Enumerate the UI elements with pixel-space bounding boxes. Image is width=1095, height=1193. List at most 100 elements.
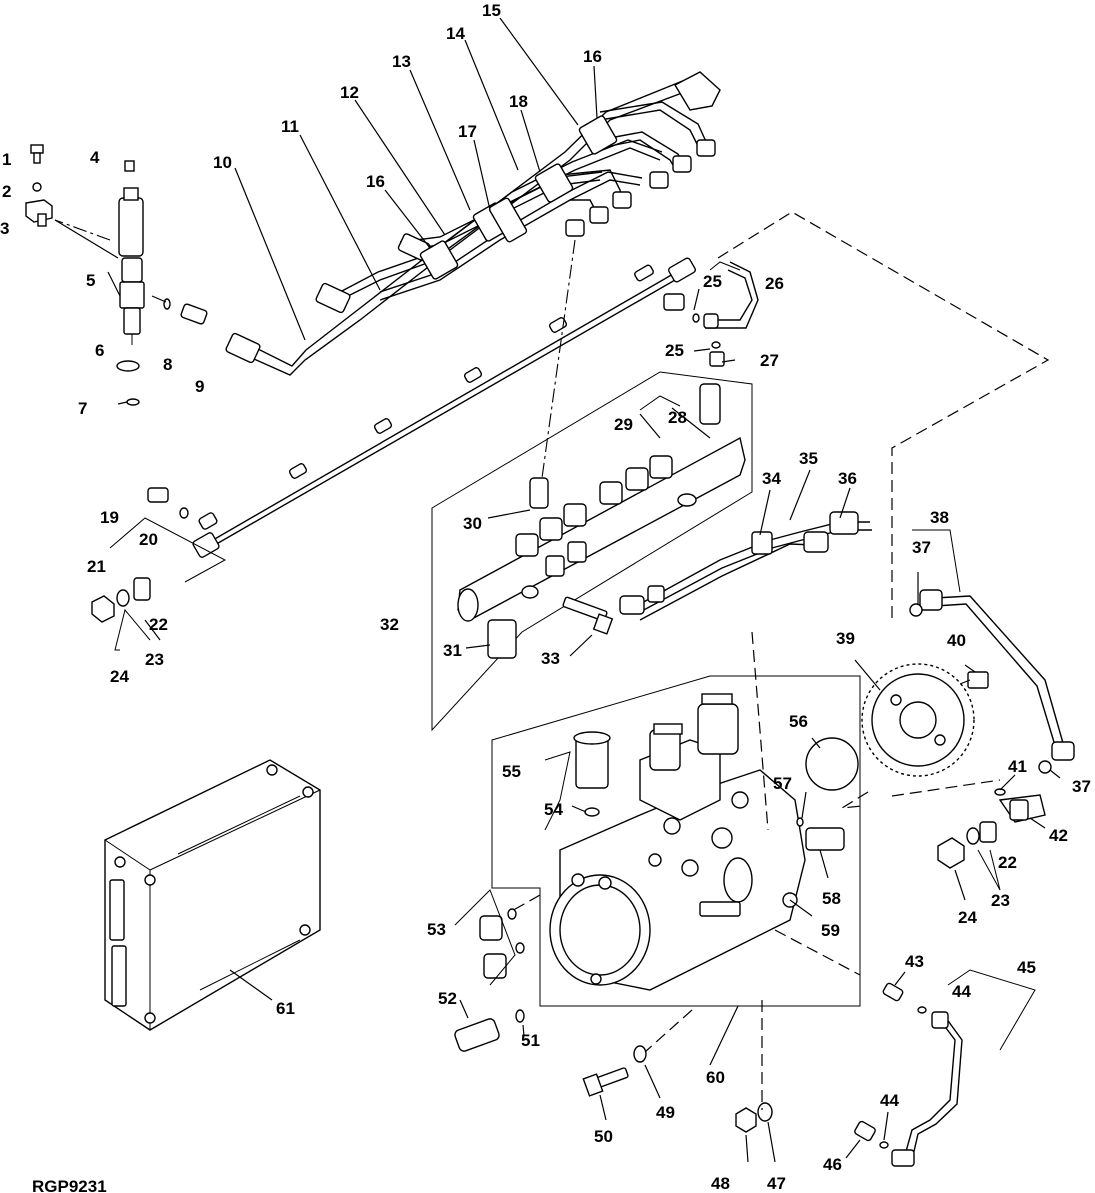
o-ring-57 — [796, 817, 804, 827]
fittings-left — [91, 577, 151, 623]
o-ring-small — [163, 298, 171, 310]
callout-28: 28 — [668, 408, 687, 427]
callout-21: 21 — [87, 557, 106, 576]
callout-5: 5 — [86, 271, 95, 290]
return-line — [192, 257, 696, 558]
callout-47: 47 — [767, 1174, 786, 1193]
callout-8: 8 — [163, 355, 172, 374]
callout-52: 52 — [438, 989, 457, 1008]
callout-11: 11 — [281, 117, 299, 136]
fitting-30 — [529, 477, 549, 509]
callout-58: 58 — [822, 889, 841, 908]
engine-control-unit — [104, 759, 321, 1031]
callout-43: 43 — [905, 952, 924, 971]
callout-3: 3 — [0, 219, 9, 238]
washer-49 — [633, 1045, 647, 1063]
phantom-lines — [54, 211, 1050, 1110]
o-ring-54 — [584, 807, 600, 817]
callout-37a: 37 — [912, 538, 931, 557]
seal-washer — [126, 398, 140, 406]
callout-34: 34 — [762, 469, 781, 488]
callout-6: 6 — [95, 341, 104, 360]
injector-assembly — [118, 187, 145, 345]
pump-panel — [491, 675, 861, 1007]
line-clamps — [419, 115, 618, 280]
callout-12: 12 — [340, 83, 359, 102]
o-ring — [116, 360, 140, 372]
callout-20: 20 — [139, 530, 158, 549]
filter-cap — [573, 731, 611, 745]
callout-44b: 44 — [880, 1091, 899, 1110]
callout-23b: 23 — [991, 891, 1010, 910]
fuel-rail — [457, 436, 746, 622]
bolt-33 — [562, 596, 614, 635]
callout-37b: 37 — [1072, 777, 1091, 796]
cap — [124, 160, 135, 172]
pressure-limiter — [699, 383, 721, 425]
callout-54: 54 — [544, 800, 563, 819]
callout-4: 4 — [90, 148, 100, 167]
injector-clamp — [25, 199, 53, 227]
callout-24a: 24 — [110, 667, 129, 686]
callout-25a: 25 — [703, 272, 722, 291]
high-pressure-pump — [549, 693, 806, 991]
callout-46: 46 — [823, 1155, 842, 1174]
fittings-right — [937, 788, 1046, 869]
sensor-52 — [454, 1009, 525, 1052]
callout-18: 18 — [509, 92, 528, 111]
fitting-58 — [805, 827, 845, 851]
callout-45: 45 — [1017, 958, 1036, 977]
callout-16b: 16 — [366, 172, 385, 191]
callout-31: 31 — [443, 641, 462, 660]
pump-gear — [861, 663, 975, 777]
connector-tube — [180, 303, 208, 325]
bolt-50 — [582, 1067, 629, 1097]
fitting-rail-a — [545, 555, 565, 577]
callout-23a: 23 — [145, 650, 164, 669]
rail-panel — [431, 371, 753, 732]
seal-44b — [879, 1141, 889, 1149]
callout-33: 33 — [541, 649, 560, 668]
callout-61: 61 — [276, 999, 295, 1018]
callout-7: 7 — [78, 399, 87, 418]
leaders-top — [234, 17, 598, 341]
callout-36: 36 — [838, 469, 857, 488]
line-45 — [891, 1011, 963, 1167]
callout-2: 2 — [2, 182, 11, 201]
callout-50: 50 — [594, 1127, 613, 1146]
callout-17: 17 — [458, 122, 477, 141]
callout-25b: 25 — [665, 341, 684, 360]
callout-32: 32 — [380, 615, 399, 634]
callout-15: 15 — [482, 1, 501, 20]
washer-47 — [757, 1102, 773, 1122]
pump-gasket — [805, 737, 859, 791]
fitting-19 — [147, 487, 169, 503]
callout-51: 51 — [521, 1031, 540, 1050]
callout-27: 27 — [760, 351, 779, 370]
callout-16a: 16 — [583, 47, 602, 66]
washer — [32, 182, 42, 192]
callout-55: 55 — [502, 762, 521, 781]
injector-bolt — [30, 144, 44, 164]
bracket-21 — [109, 517, 227, 583]
callout-22a: 22 — [149, 615, 168, 634]
callout-9: 9 — [195, 377, 204, 396]
callout-1: 1 — [2, 150, 11, 169]
callout-48: 48 — [711, 1174, 730, 1193]
callout-42: 42 — [1049, 826, 1068, 845]
sensor-31 — [487, 619, 517, 659]
callout-57: 57 — [773, 774, 792, 793]
callout-14: 14 — [446, 24, 465, 43]
callout-19: 19 — [100, 508, 119, 527]
callout-38: 38 — [930, 508, 949, 527]
callout-29: 29 — [614, 415, 633, 434]
callout-35: 35 — [799, 449, 818, 468]
callout-13: 13 — [392, 52, 411, 71]
seal-44 — [917, 1006, 927, 1014]
seal-20 — [179, 507, 189, 519]
callout-10: 10 — [213, 153, 232, 172]
callout-22b: 22 — [998, 853, 1017, 872]
callout-44a: 44 — [952, 982, 971, 1001]
